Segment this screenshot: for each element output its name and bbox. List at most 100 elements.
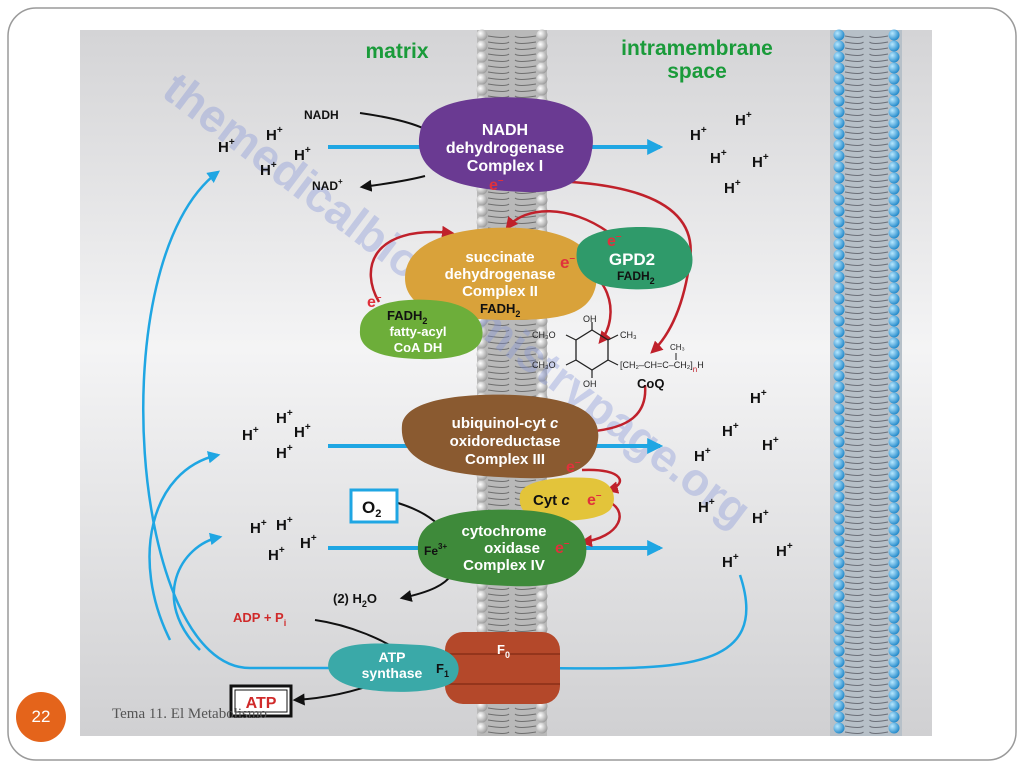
proton: H+ [722,552,739,571]
lipid-tail [487,353,537,356]
lipid-tail [844,401,889,404]
lipid-tail [844,281,889,284]
lipid-tail [844,605,889,608]
f0-shape [445,632,560,704]
proton: H+ [762,435,779,454]
lipid-tail [487,707,537,710]
gpd2-enzyme: e– GPD2 FADH2 [576,226,693,290]
proton: H+ [724,178,741,197]
proton-return-loop-middle [148,451,221,641]
f0-label: F0 [497,642,510,660]
lipid-head [476,480,488,492]
lipid-head [888,128,900,140]
lipid-head [833,139,845,151]
lipid-head [833,282,845,294]
water-label: (2) H2O [333,591,377,609]
lipid-head [833,227,845,239]
lipid-tail [844,209,889,212]
lipid-head [476,381,488,393]
lipid-tail [844,395,889,398]
lipid-tail [844,113,889,116]
lipid-head [536,612,548,624]
lipid-tail [487,329,537,332]
lipid-tail [844,377,889,380]
fatty-acyl-shape [359,299,483,360]
lipid-head [833,117,845,129]
proton-return-loop-inner [172,532,223,651]
lipid-head [833,337,845,349]
lipid-head [833,62,845,74]
lipid-tail [844,635,889,638]
lipid-tail [487,371,537,374]
lipid-head [476,491,488,503]
lipid-head [833,414,845,426]
complex-3-line3: Complex III [465,451,545,468]
lipid-tail [844,527,889,530]
lipid-head [888,73,900,85]
lipid-head [833,480,845,492]
lipid-head [833,722,845,734]
proton: H+ [710,148,727,167]
lipid-head [833,40,845,52]
lipid-head [888,678,900,690]
proton: H+ [276,515,293,534]
lipid-head [888,557,900,569]
coq-chain-ch3: CH₃ [670,343,685,352]
lipid-tail [844,77,889,80]
lipid-head [888,612,900,624]
lipid-tail [844,521,889,524]
fattyacyl-line3: CoA DH [394,340,443,355]
lipid-head [833,623,845,635]
complex-1-shape [418,97,593,193]
lipid-tail [844,731,889,734]
lipid-tail [487,731,537,734]
lipid-head [888,227,900,239]
adp-label: ADP + Pi [233,610,286,628]
lipid-head [833,249,845,261]
lipid-tail [844,83,889,86]
lipid-head [888,425,900,437]
lipid-head [833,425,845,437]
lipid-tail [844,413,889,416]
lipid-tail [844,641,889,644]
lipid-tail [844,365,889,368]
lipid-head [833,678,845,690]
lipid-head [833,51,845,63]
electron-label-fattyacyl: e– [367,292,382,311]
lipid-head [833,546,845,558]
electron-label-complex1: e– [489,175,504,194]
lipid-tail [844,485,889,488]
complex-2-line1: succinate [465,249,534,266]
lipid-head [888,667,900,679]
lipid-tail [844,143,889,146]
complex-1: NADH dehydrogenase Complex I e– [418,97,593,194]
lipid-head [476,612,488,624]
lipid-tail [487,377,537,380]
lipid-head [833,216,845,228]
lipid-head [888,205,900,217]
lipid-head [833,29,845,41]
lipid-tail [487,479,537,482]
lipid-tail [844,419,889,422]
lipid-tail [844,539,889,542]
lipid-head [476,205,488,217]
lipid-tail [844,623,889,626]
lipid-tail [844,137,889,140]
lipid-head [476,62,488,74]
lipid-head [833,535,845,547]
lipid-head [833,403,845,415]
lipid-tail [487,359,537,362]
lipid-tail [844,371,889,374]
lipid-head [833,260,845,272]
lipid-tail [487,347,537,350]
lipid-head [888,491,900,503]
lipid-tail [844,53,889,56]
lipid-head [888,260,900,272]
lipid-tail [844,269,889,272]
lipid-head [476,194,488,206]
lipid-head [536,40,548,52]
complex-2-shape [405,227,597,320]
lipid-head [536,84,548,96]
lipid-head [888,370,900,382]
lipid-head [536,590,548,602]
